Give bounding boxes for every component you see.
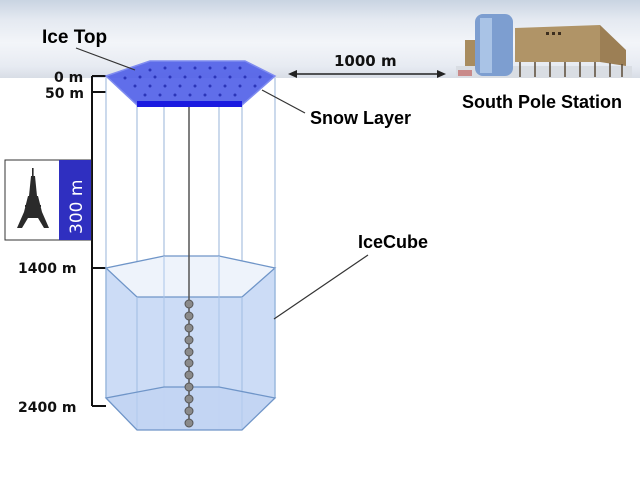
icetop-callout-line [75,47,136,71]
snow-layer-band [137,101,242,107]
distance-label: 1000 m [334,52,397,70]
snow-layer-callout-line [261,89,306,114]
icecube-callout-line [273,254,369,320]
south-pole-station-label: South Pole Station [462,92,622,112]
south-pole-station-image [456,14,632,78]
icetop-array [104,60,277,107]
eiffel-height-label: 300 m [67,180,87,234]
icecube-label: IceCube [358,232,428,252]
distance-arrow [288,70,446,78]
depth-label-2400m: 2400 m [18,400,76,416]
eiffel-tower-comparison: 300 m [4,159,92,241]
depth-label-50m: 50 m [45,86,84,102]
depth-label-1400m: 1400 m [18,261,76,277]
eiffel-tower-icon [17,168,49,228]
icetop-label: Ice Top [42,27,107,48]
depth-label-0m: 0 m [54,70,83,86]
depth-axis [91,75,106,407]
dom-sensors [184,299,194,428]
snow-layer-label: Snow Layer [310,108,411,128]
